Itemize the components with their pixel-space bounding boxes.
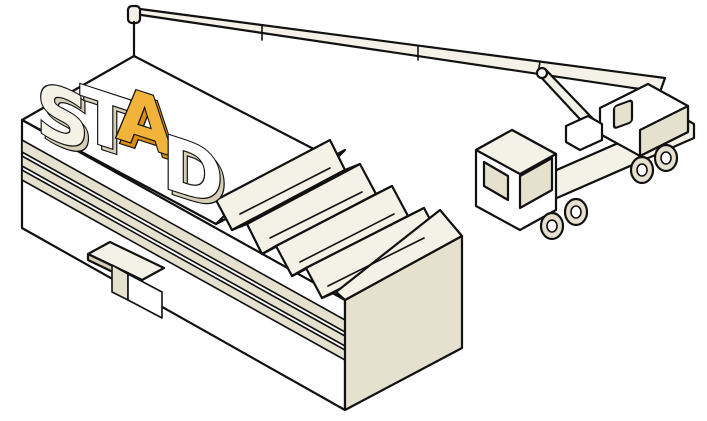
wheel [629,155,655,185]
truck-wheels [539,143,679,241]
sawtooth-roof [214,138,464,302]
svg-text:D: D [166,124,227,230]
sign-letter-d: D [162,118,223,224]
cab-window [482,160,510,202]
wheel [539,211,565,241]
svg-text:T: T [84,75,135,177]
sign-letter-t: T [80,70,131,172]
boom-tip [126,4,142,25]
wheel [653,143,679,173]
crane-cab-window [612,99,634,129]
svg-text:S: S [40,71,93,174]
crane-truck [474,66,696,241]
arm-pivot [535,66,549,80]
stadium-sign: S T A D S T A D [35,64,229,230]
entrance-door-right [127,273,163,319]
crane-boom-arm [126,7,667,94]
sign-letter-s: S [36,65,89,168]
crane-boom [126,4,667,100]
sign-letter-a: A [116,69,174,173]
stadium-building [20,54,464,412]
wheel [563,197,589,227]
outrigger [564,114,604,152]
svg-text:A: A [120,75,178,179]
